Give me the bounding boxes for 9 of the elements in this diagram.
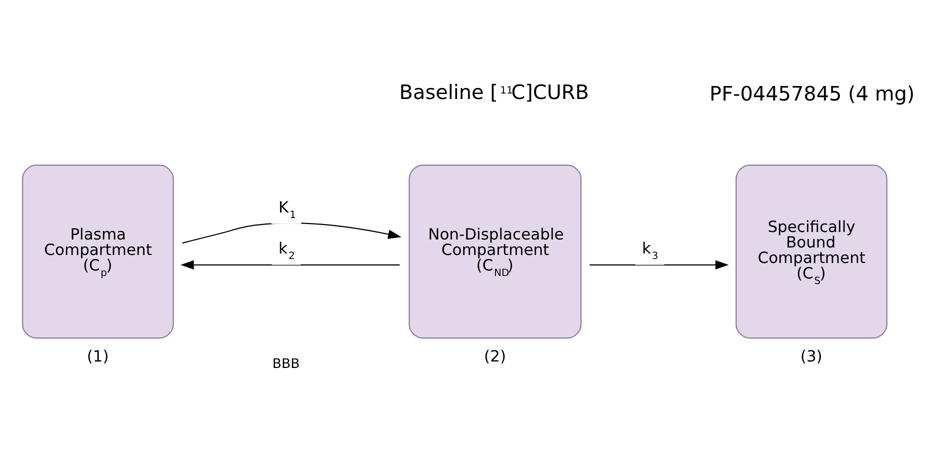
label: BBB bbox=[272, 357, 300, 372]
node-label: (1) bbox=[86, 348, 109, 366]
edge-label: K$_{1}$ bbox=[278, 198, 296, 221]
edge-label: k$_{2}$ bbox=[278, 239, 295, 262]
label: PF-04457845 (4 mg) bbox=[710, 81, 915, 106]
label: Baseline [$^{11}$C]CURB bbox=[399, 80, 589, 104]
node-label: (2) bbox=[484, 348, 506, 366]
edge-label: k$_{3}$ bbox=[642, 239, 658, 262]
node-label: (3) bbox=[800, 348, 822, 366]
